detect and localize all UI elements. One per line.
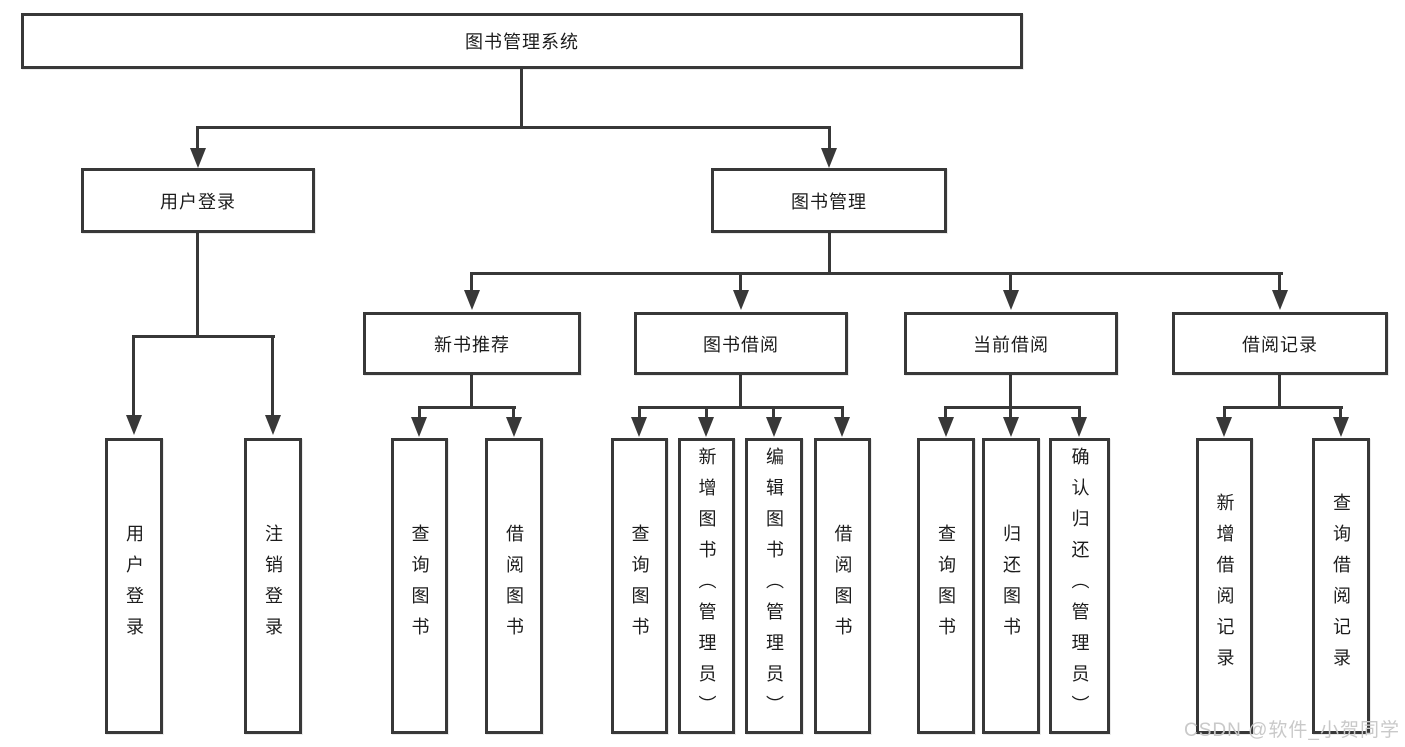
node-leaf-cb-confirm-return-admin-label: 确认归还（管理员） <box>1069 447 1090 726</box>
edge-root-stem <box>520 69 523 126</box>
edge-new-book-recommend-stem <box>470 375 473 406</box>
edge-to-new-book-recommend <box>470 272 473 290</box>
arrow-into-leaf-logout-icon <box>265 415 281 435</box>
edge-to-leaf-user-login <box>132 335 135 415</box>
node-leaf-cb-return-books-label: 归还图书 <box>1001 524 1021 648</box>
arrow-into-leaf-nb-borrow-icon <box>506 417 522 437</box>
edge-to-current-borrow <box>1009 272 1012 290</box>
edge-to-user-login <box>196 126 199 150</box>
node-leaf-logout: 注销登录 <box>244 438 302 734</box>
node-leaf-bb-edit-books-admin-label: 编辑图书（管理员） <box>764 447 784 726</box>
node-leaf-bb-borrow-books: 借阅图书 <box>814 438 871 734</box>
edge-to-leaf-bb-query <box>638 406 641 417</box>
node-leaf-bb-borrow-books-label: 借阅图书 <box>832 524 853 648</box>
edge-to-leaf-cb-query <box>944 406 947 417</box>
edge-level1-rail <box>197 126 831 129</box>
arrow-into-leaf-br-add-icon <box>1216 417 1232 437</box>
edge-book-management-stem <box>828 233 831 272</box>
edge-to-leaf-nb-borrow <box>512 406 515 417</box>
arrow-into-leaf-cb-query-icon <box>938 417 954 437</box>
node-leaf-nb-query-books: 查询图书 <box>391 438 448 734</box>
node-leaf-cb-return-books: 归还图书 <box>982 438 1040 734</box>
node-book-management-label: 图书管理 <box>791 191 867 212</box>
arrow-into-leaf-nb-query-icon <box>411 417 427 437</box>
arrow-into-leaf-bb-edit-icon <box>766 417 782 437</box>
node-leaf-nb-borrow-books-label: 借阅图书 <box>504 524 524 648</box>
node-leaf-user-login: 用户登录 <box>105 438 163 734</box>
edge-new-book-recommend-rail <box>418 406 516 409</box>
node-leaf-bb-edit-books-admin: 编辑图书（管理员） <box>745 438 803 734</box>
edge-to-leaf-logout <box>271 335 274 415</box>
edge-to-leaf-br-add <box>1223 406 1226 417</box>
edge-borrow-records-rail <box>1223 406 1343 409</box>
node-borrow-records-label: 借阅记录 <box>1242 334 1318 355</box>
arrow-into-leaf-bb-query-icon <box>631 417 647 437</box>
node-user-login-label: 用户登录 <box>160 191 236 212</box>
node-leaf-bb-query-books: 查询图书 <box>611 438 668 734</box>
edge-book-borrow-rail <box>638 406 844 409</box>
edge-to-book-management <box>828 126 831 150</box>
arrow-into-leaf-cb-return-icon <box>1003 417 1019 437</box>
node-leaf-nb-query-books-label: 查询图书 <box>409 524 430 648</box>
node-leaf-cb-query-books: 查询图书 <box>917 438 975 734</box>
node-leaf-br-query-record-label: 查询借阅记录 <box>1331 493 1351 679</box>
edge-level3-rail <box>470 272 1283 275</box>
node-book-borrow-label: 图书借阅 <box>703 334 779 355</box>
edge-user-login-stem <box>196 233 199 335</box>
edge-to-leaf-bb-add <box>705 406 708 417</box>
edge-to-leaf-bb-edit <box>772 406 775 417</box>
arrow-into-leaf-bb-add-icon <box>698 417 714 437</box>
node-system-root-label: 图书管理系统 <box>465 32 579 52</box>
node-new-book-recommend-label: 新书推荐 <box>434 334 510 355</box>
node-leaf-br-add-record-label: 新增借阅记录 <box>1214 493 1235 679</box>
csdn-watermark: CSDN @软件_小贺同学 <box>1184 720 1400 741</box>
node-leaf-br-add-record: 新增借阅记录 <box>1196 438 1253 734</box>
edge-user-login-rail <box>133 335 275 338</box>
node-leaf-cb-query-books-label: 查询图书 <box>936 524 956 648</box>
node-leaf-nb-borrow-books: 借阅图书 <box>485 438 543 734</box>
arrow-into-book-borrow-icon <box>733 290 749 310</box>
edge-to-leaf-bb-borrow <box>841 406 844 417</box>
node-leaf-user-login-label: 用户登录 <box>124 524 144 648</box>
node-system-root: 图书管理系统 <box>21 13 1023 69</box>
edge-current-borrow-stem <box>1009 375 1012 406</box>
node-user-login: 用户登录 <box>81 168 315 233</box>
edge-to-book-borrow <box>739 272 742 290</box>
arrow-into-leaf-user-login-icon <box>126 415 142 435</box>
node-book-management: 图书管理 <box>711 168 947 233</box>
edge-book-borrow-stem <box>739 375 742 406</box>
edge-to-leaf-cb-return <box>1009 406 1012 417</box>
node-new-book-recommend: 新书推荐 <box>363 312 581 375</box>
edge-borrow-records-stem <box>1278 375 1281 406</box>
node-leaf-cb-confirm-return-admin: 确认归还（管理员） <box>1049 438 1110 734</box>
edge-to-borrow-records <box>1278 272 1281 290</box>
arrow-into-leaf-cb-confirm-icon <box>1071 417 1087 437</box>
node-current-borrow-label: 当前借阅 <box>973 334 1049 355</box>
node-leaf-br-query-record: 查询借阅记录 <box>1312 438 1370 734</box>
node-current-borrow: 当前借阅 <box>904 312 1118 375</box>
edge-to-leaf-nb-query <box>418 406 421 417</box>
node-leaf-bb-add-books-admin-label: 新增图书（管理员） <box>696 447 717 726</box>
arrow-into-current-borrow-icon <box>1003 290 1019 310</box>
arrow-into-leaf-bb-borrow-icon <box>834 417 850 437</box>
node-book-borrow: 图书借阅 <box>634 312 848 375</box>
edge-to-leaf-cb-confirm <box>1078 406 1081 417</box>
arrow-into-leaf-br-query-icon <box>1333 417 1349 437</box>
arrow-into-book-management-icon <box>821 148 837 168</box>
arrow-into-user-login-icon <box>190 148 206 168</box>
node-leaf-logout-label: 注销登录 <box>263 524 283 648</box>
node-leaf-bb-query-books-label: 查询图书 <box>629 524 650 648</box>
arrow-into-borrow-records-icon <box>1272 290 1288 310</box>
arrow-into-new-book-recommend-icon <box>464 290 480 310</box>
node-leaf-bb-add-books-admin: 新增图书（管理员） <box>678 438 735 734</box>
node-borrow-records: 借阅记录 <box>1172 312 1388 375</box>
edge-to-leaf-br-query <box>1339 406 1342 417</box>
edge-current-borrow-rail <box>944 406 1081 409</box>
